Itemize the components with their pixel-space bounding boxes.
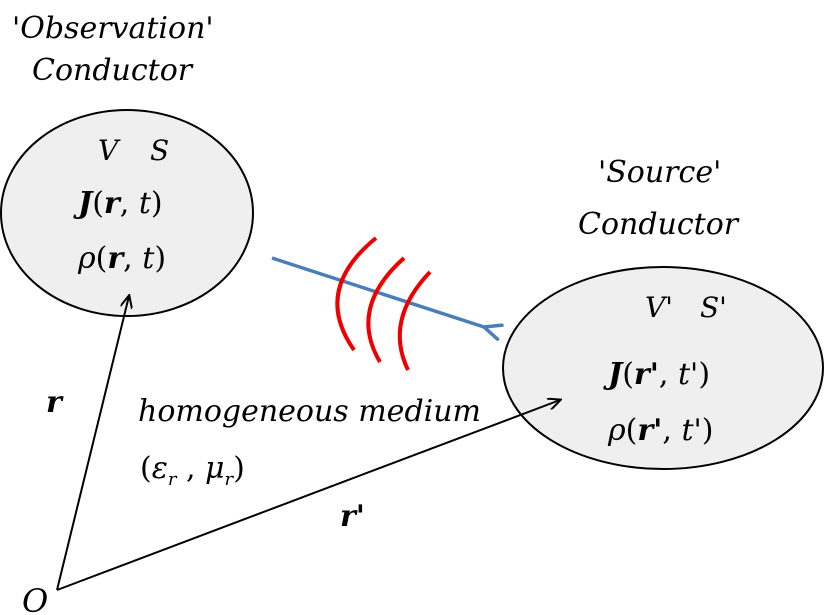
observation-title-line1: 'Observation' [12, 11, 214, 46]
origin-label: O [22, 582, 48, 615]
observation-surface-S: S [150, 134, 169, 167]
position-vector-r-prime [56, 400, 560, 591]
medium-parameters: (εr , μr) [140, 451, 245, 490]
position-vector-r [56, 296, 129, 591]
source-title-line1: 'Source' [598, 155, 721, 190]
source-conductor-ellipse [502, 266, 824, 470]
observation-current-density: J(r, t) [73, 186, 163, 221]
wave-arc-2 [366, 256, 406, 364]
medium-label: homogeneous medium [138, 394, 481, 429]
wave-arc-1 [335, 236, 378, 352]
observation-conductor-ellipse [0, 109, 254, 317]
source-volume-V: V' [645, 291, 673, 324]
source-current-density: J(r', t') [603, 357, 710, 392]
wave-arc-3 [397, 270, 432, 371]
observation-charge-density: ρ(r, t) [77, 241, 166, 276]
source-charge-density: ρ(r', t') [607, 413, 713, 448]
vector-r-label: r [46, 385, 64, 420]
vector-r-prime-label: r' [340, 499, 365, 534]
observation-title-line2: Conductor [32, 53, 194, 88]
source-surface-S: S' [700, 291, 727, 324]
source-title-line2: Conductor [578, 207, 740, 242]
observation-volume-V: V [98, 134, 121, 167]
